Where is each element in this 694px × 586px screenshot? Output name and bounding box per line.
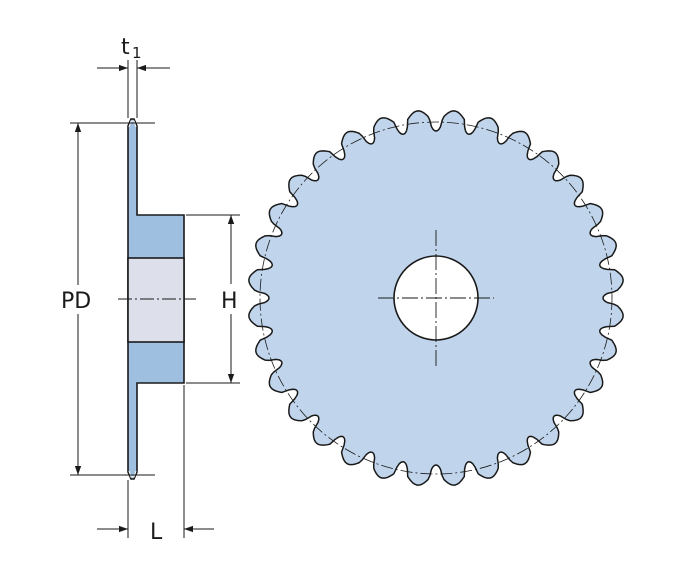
side-view-bore	[127, 257, 185, 343]
t1-label: t	[121, 35, 130, 60]
l-label: L	[150, 520, 163, 545]
pitch-circle	[259, 121, 613, 475]
h-label: H	[221, 289, 238, 314]
pd-label: PD	[61, 289, 91, 314]
front-view	[248, 110, 624, 486]
t1-label-subscript: 1	[132, 44, 142, 62]
tooth-tip-bottom	[128, 470, 137, 478]
dimensions	[70, 60, 240, 538]
tooth-tip-top	[128, 120, 137, 128]
side-view	[118, 118, 196, 480]
